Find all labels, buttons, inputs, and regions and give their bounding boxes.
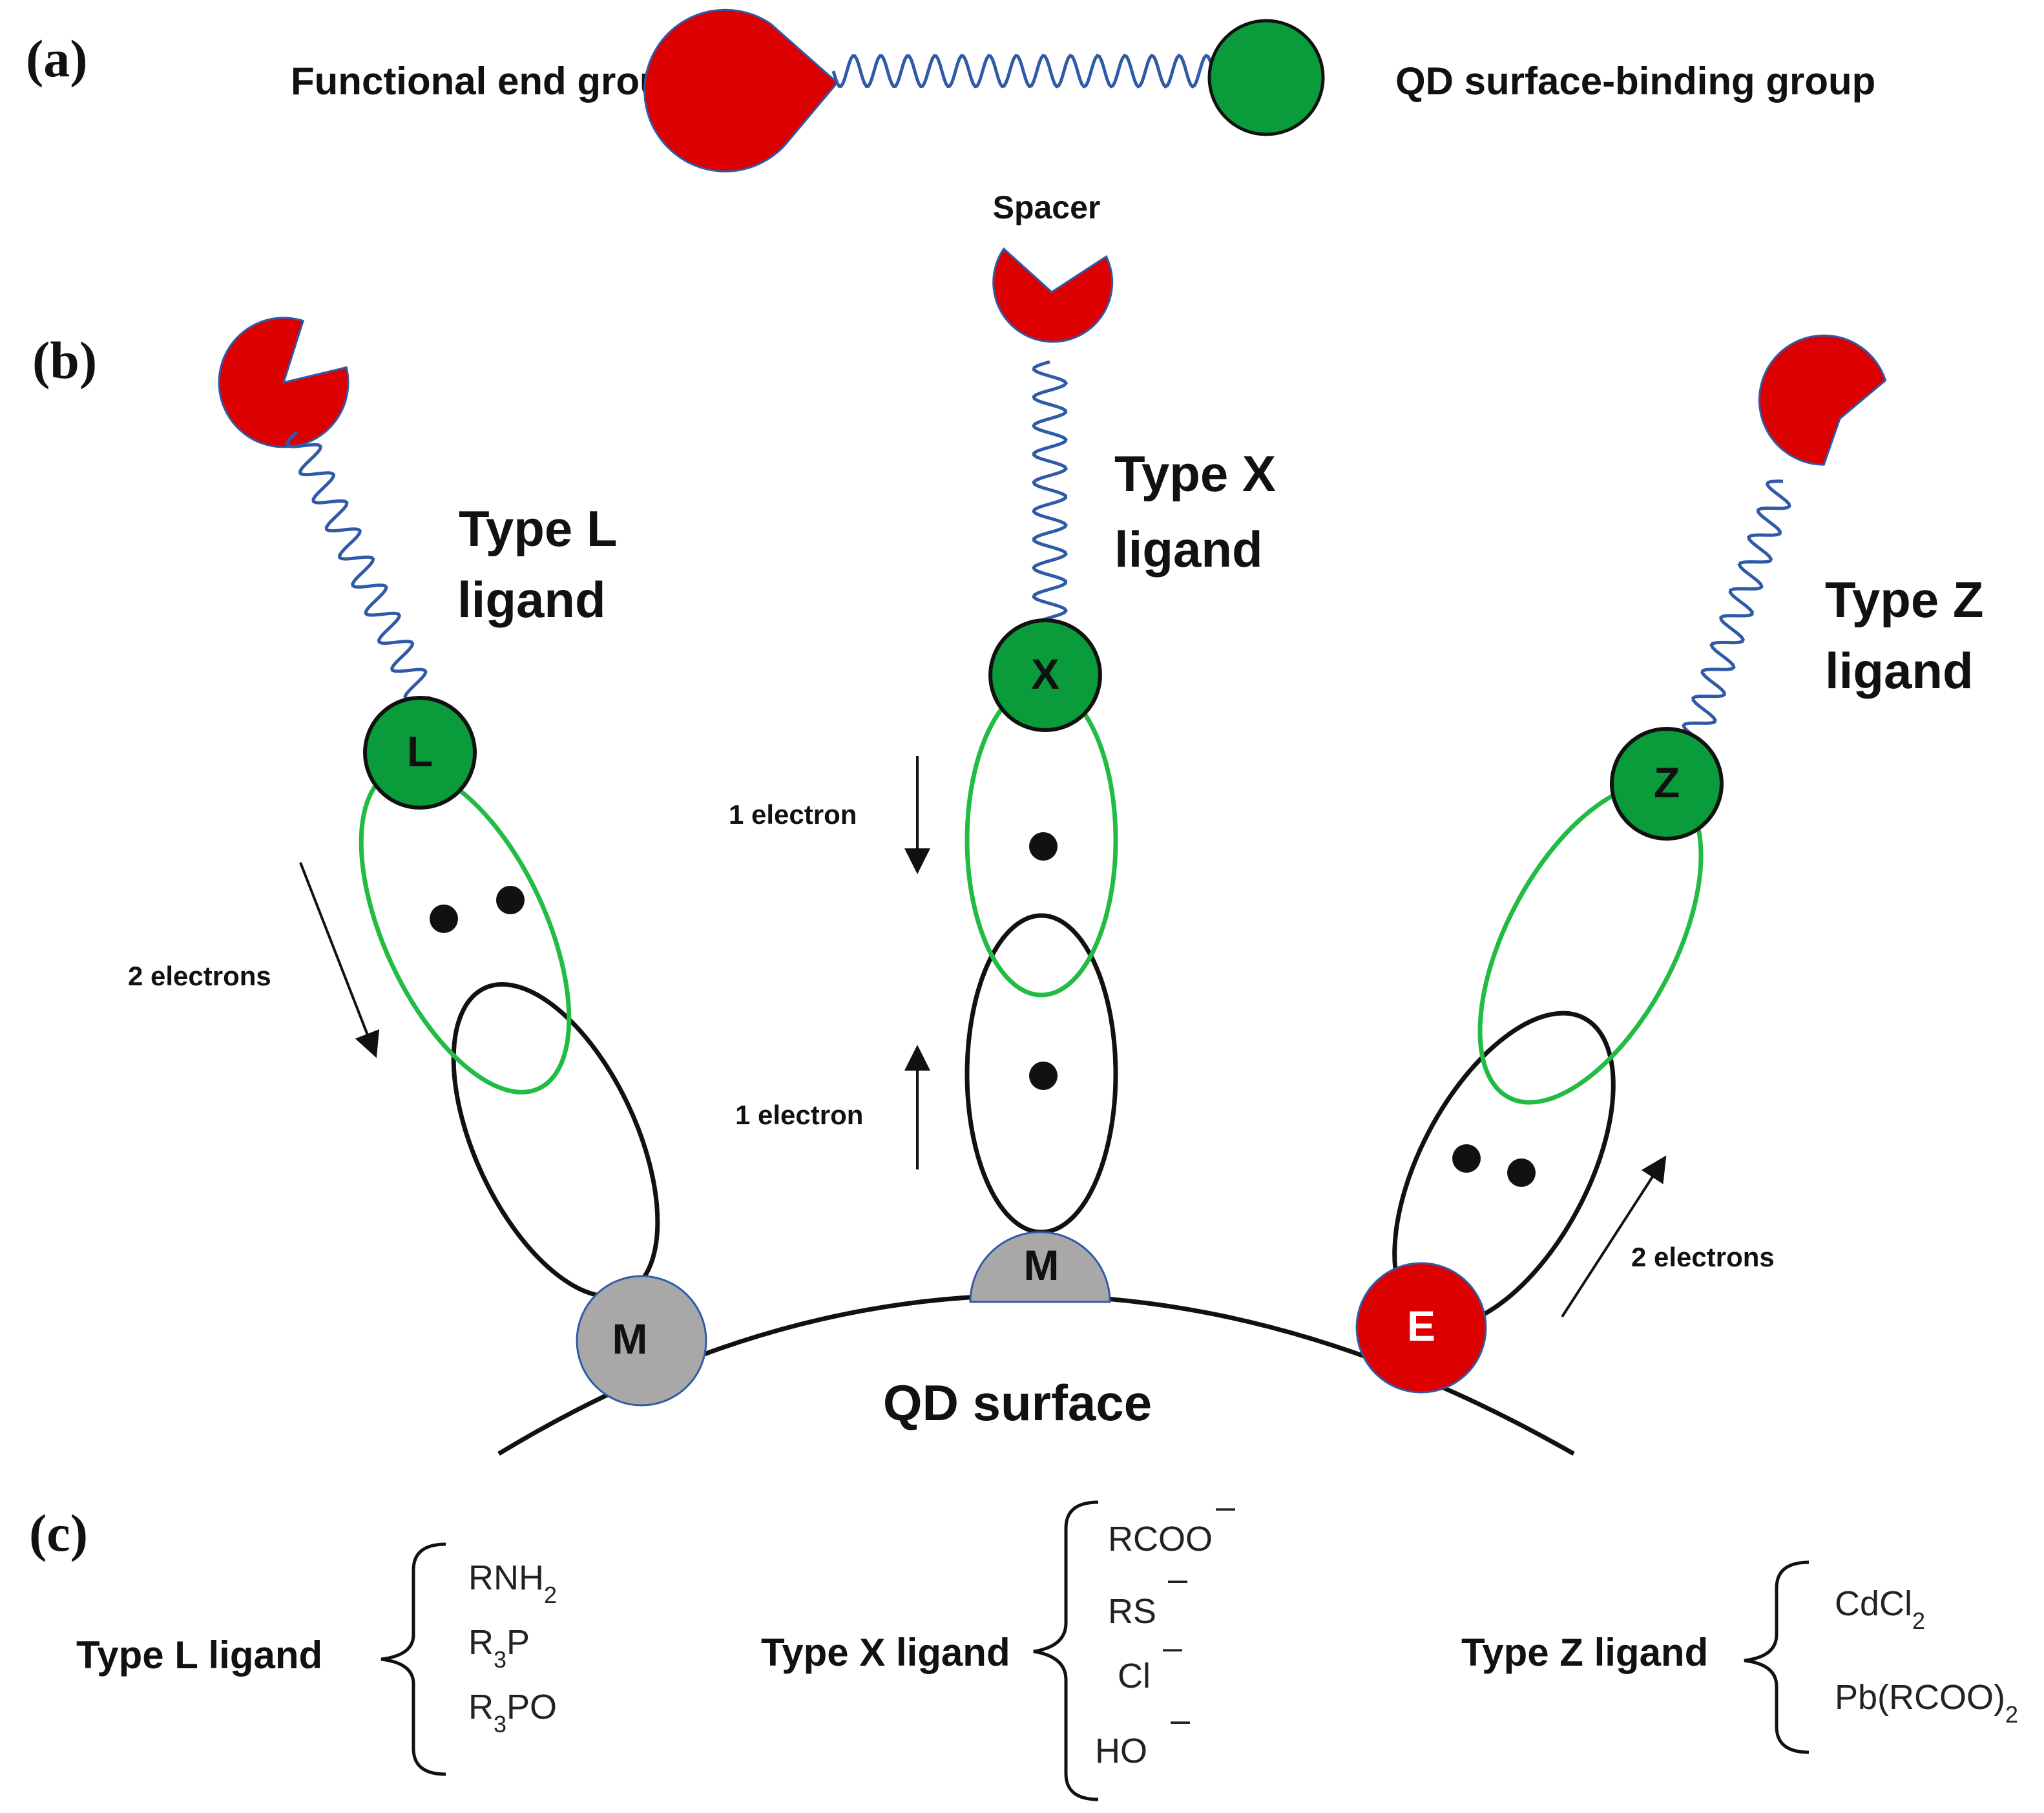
type-z-electrons-label: 2 electrons bbox=[1631, 1242, 1775, 1272]
type-z-electron-dot bbox=[1507, 1158, 1536, 1187]
type-x-charge: ‒ bbox=[1168, 1560, 1187, 1598]
type-l-electron-dot bbox=[496, 886, 525, 914]
type-l-formula: R3PO bbox=[468, 1688, 557, 1737]
type-x-metal-letter: M bbox=[1024, 1241, 1059, 1289]
spacer-icon bbox=[831, 54, 1220, 89]
type-z-spacer-icon bbox=[1682, 479, 1791, 749]
qd-surface-binding-group-icon bbox=[1207, 19, 1325, 136]
type-z-examples: Type Z ligand CdCl2 Pb(RCOO)2 bbox=[1461, 1560, 2018, 1754]
type-x-examples: Type X ligand RCOO ‒ RS ‒ Cl ‒ HO ‒ bbox=[761, 1487, 1235, 1801]
type-x-binding-site bbox=[988, 618, 1102, 732]
type-z-formula: CdCl2 bbox=[1835, 1584, 1925, 1634]
type-l-binding-site bbox=[363, 696, 477, 810]
type-z-binding-site bbox=[1610, 727, 1724, 841]
type-x-brace bbox=[1033, 1500, 1099, 1801]
type-x-title-line1: Type X bbox=[1114, 445, 1276, 502]
type-x-electron-top-label: 1 electron bbox=[729, 799, 857, 830]
type-x-list-label: Type X ligand bbox=[761, 1631, 1010, 1674]
type-l-ligand-orbital bbox=[359, 766, 572, 1095]
qd-surface-binding-group-label: QD surface-binding group bbox=[1395, 59, 1875, 103]
panel-label-c: (c) bbox=[29, 1504, 88, 1562]
type-z-title-line2: ligand bbox=[1825, 642, 1974, 699]
type-z-formula: Pb(RCOO)2 bbox=[1835, 1678, 2018, 1728]
type-l-ligand: M L 2 electrons Type L ligand bbox=[128, 317, 707, 1407]
type-x-formula: Cl bbox=[1118, 1657, 1151, 1695]
type-z-acceptor-letter: E bbox=[1407, 1302, 1435, 1350]
type-z-binding-letter: Z bbox=[1654, 759, 1680, 806]
type-x-binding-letter: X bbox=[1031, 650, 1059, 698]
type-z-list-label: Type Z ligand bbox=[1461, 1631, 1708, 1674]
type-l-metal-orbital bbox=[451, 982, 660, 1299]
type-l-binding-letter: L bbox=[407, 728, 433, 775]
functional-end-group-icon bbox=[643, 8, 839, 173]
type-z-electron-arrow bbox=[1561, 1155, 1667, 1318]
type-x-formula: RS bbox=[1108, 1592, 1156, 1631]
panel-label-b: (b) bbox=[32, 331, 97, 390]
type-l-electrons-label: 2 electrons bbox=[128, 961, 271, 991]
type-x-functional-head-icon bbox=[992, 247, 1114, 343]
type-z-acceptor-site bbox=[1355, 1262, 1487, 1394]
type-x-formula: HO bbox=[1095, 1732, 1147, 1770]
type-x-charge: ‒ bbox=[1163, 1628, 1182, 1667]
type-x-spacer-icon bbox=[1031, 360, 1069, 632]
type-x-ligand: M X 1 electron 1 electron Type X ligand bbox=[729, 247, 1276, 1303]
type-l-formula: R3P bbox=[468, 1623, 530, 1673]
type-x-formula: RCOO bbox=[1108, 1520, 1213, 1558]
type-l-brace bbox=[381, 1542, 446, 1776]
type-x-charge: ‒ bbox=[1216, 1487, 1235, 1526]
type-l-electron-arrow bbox=[299, 862, 380, 1058]
type-l-spacer-icon bbox=[285, 430, 431, 701]
panel-label-a: (a) bbox=[26, 29, 88, 88]
type-l-metal-letter: M bbox=[612, 1315, 648, 1363]
qd-surface-label: QD surface bbox=[883, 1374, 1152, 1431]
type-z-functional-head-icon bbox=[1758, 334, 1887, 466]
functional-end-group-label: Functional end group bbox=[291, 59, 687, 103]
type-l-examples: Type L ligand RNH2 R3P R3PO bbox=[76, 1542, 557, 1776]
type-x-metal-site bbox=[969, 1231, 1111, 1303]
type-x-electron-dot bbox=[1029, 832, 1058, 861]
type-x-title-line2: ligand bbox=[1114, 521, 1263, 578]
type-z-brace bbox=[1744, 1560, 1809, 1754]
type-x-charge: ‒ bbox=[1171, 1701, 1190, 1739]
type-l-electron-dot bbox=[430, 905, 458, 933]
type-z-title-line1: Type Z bbox=[1825, 571, 1984, 628]
type-l-metal-site bbox=[576, 1275, 707, 1407]
type-z-electron-dot bbox=[1452, 1144, 1481, 1173]
type-l-formula: RNH2 bbox=[468, 1558, 557, 1608]
type-l-list-label: Type L ligand bbox=[76, 1633, 322, 1677]
type-l-title-line2: ligand bbox=[457, 571, 606, 628]
type-x-electron-dot bbox=[1029, 1062, 1058, 1090]
spacer-label: Spacer bbox=[993, 189, 1101, 225]
type-l-functional-head-icon bbox=[218, 317, 349, 448]
type-x-electron-bottom-label: 1 electron bbox=[735, 1100, 863, 1130]
type-z-ligand: E Z 2 electrons Type Z ligand bbox=[1355, 334, 1984, 1394]
type-l-title-line1: Type L bbox=[459, 500, 618, 557]
